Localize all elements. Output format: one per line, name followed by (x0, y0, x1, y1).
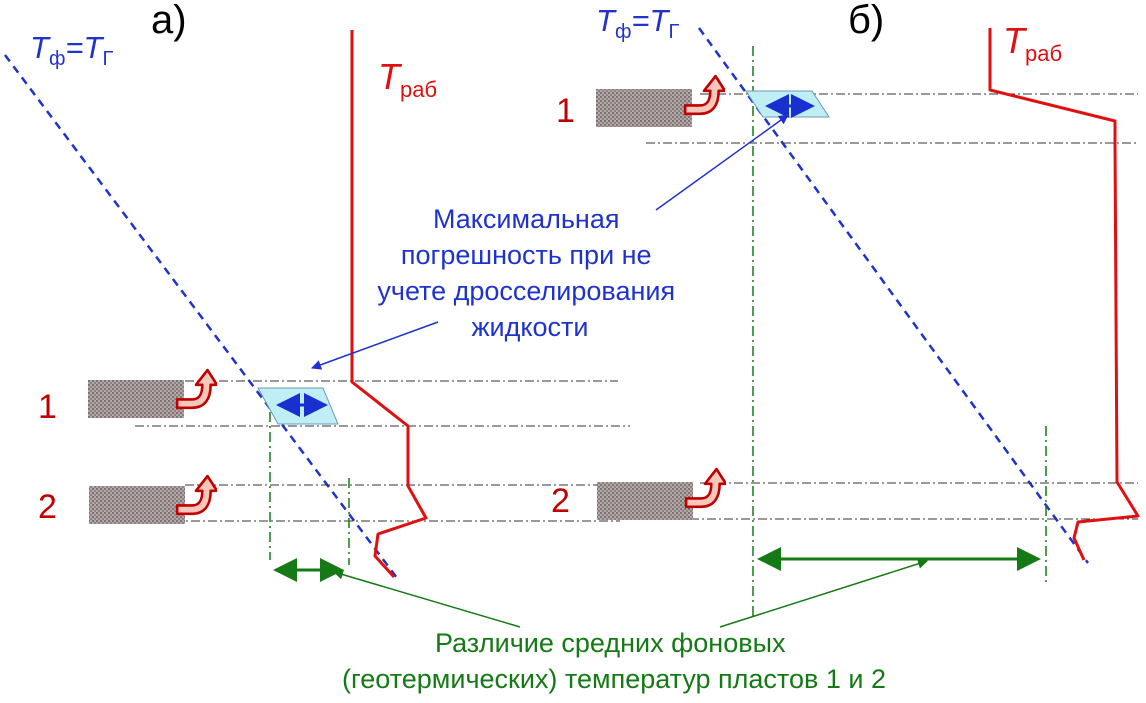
panel-a-layer-1-label: 1 (38, 388, 57, 426)
panel-b-geotherm-label: Tф=TГ (596, 3, 679, 43)
panel-b-reservoir-2 (597, 482, 693, 520)
panel-b-reservoir-1 (596, 89, 692, 127)
panel-a-geotherm-label: Tф=TГ (30, 30, 113, 70)
panel-a-bg-temp-markers (269, 392, 350, 565)
panel-b: б) Tф=TГ Tраб 1 2 (551, 0, 1140, 618)
panel-b-label: б) (848, 0, 884, 42)
bg-difference-annotation: Различие средних фоновых (геотермических… (333, 558, 928, 694)
panel-a-layer-2-label: 2 (38, 488, 57, 526)
panel-b-layer-1-label: 1 (556, 92, 575, 130)
panel-b-error-region (745, 90, 830, 118)
panel-a-geotherm-line (3, 54, 399, 579)
bg-difference-text: Различие средних фоновых (геотермических… (342, 628, 886, 694)
panel-a-working-temp-label: Tраб (378, 56, 437, 102)
panel-b-layer-boundaries (646, 93, 1138, 520)
max-error-pointer-b (655, 114, 789, 211)
bg-difference-pointer-a (333, 569, 521, 628)
panel-b-layer-2-label: 2 (551, 482, 570, 520)
bg-difference-pointer-b (719, 558, 928, 628)
panel-a-layer-boundaries (135, 380, 630, 522)
max-error-annotation: Максимальная погрешность при не учете др… (311, 114, 789, 370)
max-error-pointer-a (311, 321, 439, 370)
panel-a-reservoir-1 (88, 380, 184, 418)
panel-b-working-temp-label: Tраб (1003, 20, 1062, 66)
panel-a-working-temp-curve (350, 30, 428, 579)
panel-b-working-temp-curve (988, 28, 1140, 561)
panel-a: а) Tф=TГ Tраб 1 2 (3, 0, 630, 582)
panel-b-bg-temp-markers (752, 46, 1047, 618)
panel-a-reservoir-2 (89, 486, 185, 524)
panel-a-label: а) (151, 0, 187, 42)
max-error-text: Максимальная погрешность при не учете др… (377, 204, 682, 342)
panel-b-geotherm-line (697, 27, 1090, 564)
